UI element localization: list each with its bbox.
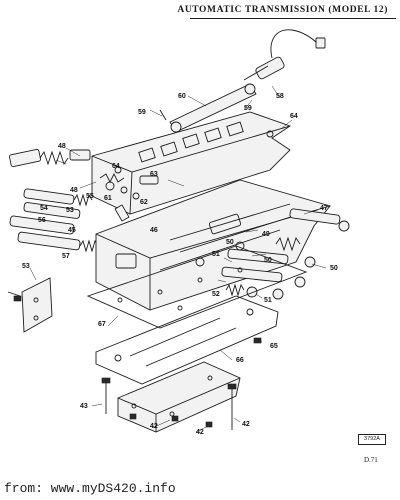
solenoid-harness bbox=[243, 29, 326, 81]
bottom-cover bbox=[117, 361, 241, 433]
transfer-plate bbox=[95, 295, 279, 385]
callout-54: 54 bbox=[40, 205, 48, 212]
upper-valve-assembly bbox=[159, 83, 257, 133]
callout-50: 50 bbox=[330, 265, 338, 272]
callout-labels: 42 42 42 43 45 46 47 48 48 49 50 50 50 5… bbox=[22, 93, 338, 436]
callout-45: 45 bbox=[68, 227, 76, 234]
upper-valve-body bbox=[91, 111, 292, 215]
page-title: AUTOMATIC TRANSMISSION (MODEL 12) bbox=[177, 5, 388, 15]
main-valve-body bbox=[95, 179, 331, 311]
callout-56: 56 bbox=[38, 217, 46, 224]
callout-61: 61 bbox=[104, 195, 112, 202]
callout-59: 59 bbox=[244, 105, 252, 112]
callout-42: 42 bbox=[242, 421, 250, 428]
callout-67: 67 bbox=[98, 321, 106, 328]
callout-60: 60 bbox=[178, 93, 186, 100]
callout-48: 48 bbox=[70, 187, 78, 194]
figure-reference-code: 3792A bbox=[358, 434, 386, 445]
callout-65: 65 bbox=[270, 343, 278, 350]
left-valves bbox=[9, 188, 99, 253]
separator-plate bbox=[86, 245, 308, 329]
callout-51: 51 bbox=[264, 297, 272, 304]
callout-64: 64 bbox=[290, 113, 298, 120]
callout-57: 57 bbox=[62, 253, 70, 260]
callout-62: 62 bbox=[140, 199, 148, 206]
footer-watermark: from: www.myDS420.info bbox=[4, 481, 176, 496]
callout-52: 52 bbox=[212, 291, 220, 298]
callout-50: 50 bbox=[226, 239, 234, 246]
callout-64: 64 bbox=[112, 163, 120, 170]
callout-51: 51 bbox=[212, 251, 220, 258]
page-header: AUTOMATIC TRANSMISSION (MODEL 12) bbox=[0, 0, 400, 22]
callout-59: 59 bbox=[138, 109, 146, 116]
callout-42: 42 bbox=[196, 429, 204, 436]
callout-43: 43 bbox=[80, 403, 88, 410]
bolts bbox=[13, 295, 262, 430]
callout-46: 46 bbox=[150, 227, 158, 234]
central-small-parts bbox=[99, 172, 159, 222]
callout-53: 53 bbox=[66, 207, 74, 214]
callout-49: 49 bbox=[262, 231, 270, 238]
callout-50: 50 bbox=[264, 257, 272, 264]
callout-53: 53 bbox=[22, 263, 30, 270]
callout-63: 63 bbox=[150, 171, 158, 178]
left-bracket bbox=[7, 277, 53, 333]
callout-42: 42 bbox=[150, 423, 158, 430]
page-code: D.71 bbox=[364, 456, 378, 464]
callout-55: 55 bbox=[86, 193, 94, 200]
callout-58: 58 bbox=[276, 93, 284, 100]
callout-48: 48 bbox=[58, 143, 66, 150]
callout-66: 66 bbox=[236, 357, 244, 364]
header-rule bbox=[190, 18, 396, 19]
callout-47: 47 bbox=[320, 205, 328, 212]
leader-lines bbox=[29, 85, 327, 433]
left-valve-spring bbox=[9, 148, 91, 168]
